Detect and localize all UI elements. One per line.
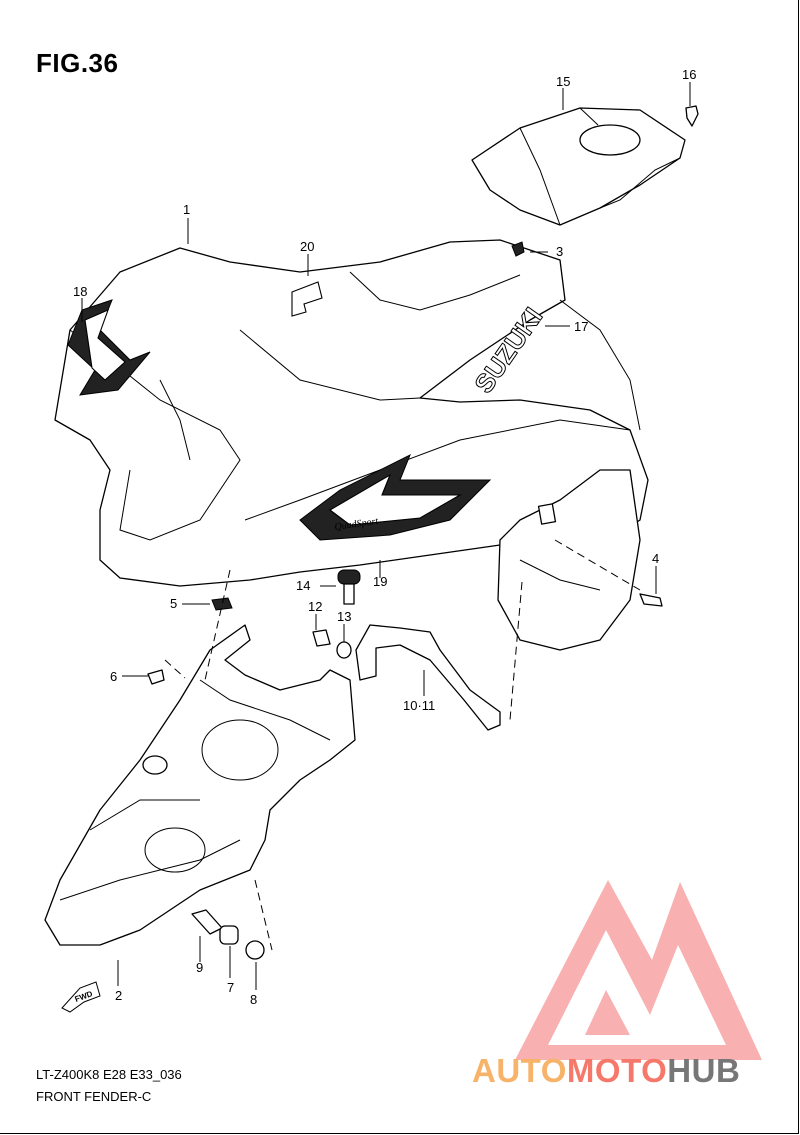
fwd-arrow-icon: FWD [61,981,101,1013]
callout-15: 15 [556,74,570,89]
callout-12: 12 [308,599,322,614]
part-9-bolt [191,909,223,935]
part-8-washer [245,940,265,960]
part-2-inner-fender [44,624,356,946]
callout-17: 17 [574,319,588,334]
callout-10-11: 10·11 [403,698,435,713]
callout-7: 7 [227,980,234,995]
part-5-nut [211,597,233,611]
part-15-cover [471,107,686,226]
part-4-bolt [639,593,663,607]
figure-title: FIG.36 [36,48,119,78]
callout-16: 16 [682,67,696,82]
diagram-code: LT-Z400K8 E28 E33_036 [36,1067,182,1082]
part-20-logo-decal [291,281,323,317]
callout-5: 5 [170,596,177,611]
diagram-name: FRONT FENDER-C [36,1089,152,1104]
part-1-front-fender [54,239,649,651]
callout-13: 13 [337,609,351,624]
callout-8: 8 [250,992,257,1007]
callout-1: 1 [183,202,190,217]
part-6-screw [147,669,165,685]
part-13-washer [336,641,352,659]
part-3-clip [511,241,525,257]
callout-14: 14 [296,578,310,593]
callout-6: 6 [110,669,117,684]
watermark-brand: AUTOMOTOHUB [472,1052,740,1090]
watermark-hub: HUB [667,1052,741,1089]
callout-18: 18 [73,284,87,299]
callout-20: 20 [300,239,314,254]
part-12-bolt [312,629,331,647]
watermark-moto: MOTO [566,1052,668,1089]
watermark-logo-icon [515,880,762,1060]
watermark-auto: AUTO [472,1052,567,1089]
part-18-decal-left [67,299,151,396]
part-10-11-bracket [355,624,501,731]
callout-19: 19 [373,574,387,589]
callout-9: 9 [196,960,203,975]
callout-2: 2 [115,988,122,1003]
part-14-cushion [337,569,361,605]
callout-4: 4 [652,551,659,566]
part-16-clip [685,105,699,127]
part-7-grommet [219,925,239,945]
part-19-decal-right: QuadSport [299,453,492,541]
callout-3: 3 [556,244,563,259]
